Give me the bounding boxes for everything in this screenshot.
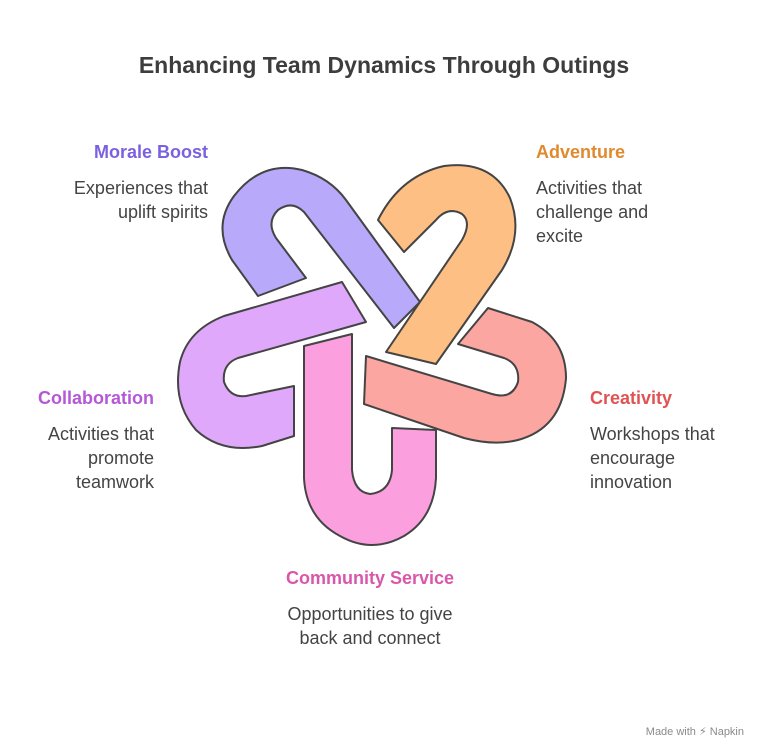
item-heading: Community Service	[285, 568, 455, 588]
item-heading: Collaboration	[38, 388, 154, 408]
link-collaboration	[177, 281, 367, 449]
item-adventure: Adventure Activities that challenge and …	[536, 140, 686, 248]
link-creativity	[363, 307, 567, 444]
link-adventure	[377, 164, 517, 365]
item-community-service: Community Service Opportunities to give …	[280, 566, 460, 650]
page-title: Enhancing Team Dynamics Through Outings	[138, 52, 630, 78]
link-community-service	[303, 333, 437, 546]
item-description: Activities that challenge and excite	[536, 178, 649, 246]
item-heading: Adventure	[536, 142, 626, 162]
item-description: Activities that promote teamwork	[47, 424, 154, 492]
item-description: Experiences that uplift spirits	[73, 178, 208, 222]
item-heading: Creativity	[590, 388, 673, 408]
item-collaboration: Collaboration Activities that promote te…	[18, 386, 154, 494]
item-description: Workshops that encourage innovation	[590, 424, 715, 492]
item-description: Opportunities to give back and connect	[287, 604, 453, 648]
link-morale-boost	[221, 166, 421, 329]
item-heading: Morale Boost	[93, 142, 208, 162]
footer-credit: Made with ⚡ Napkin	[645, 726, 744, 738]
item-morale-boost: Morale Boost Experiences that uplift spi…	[32, 140, 208, 224]
item-creativity: Creativity Workshops that encourage inno…	[590, 386, 740, 494]
